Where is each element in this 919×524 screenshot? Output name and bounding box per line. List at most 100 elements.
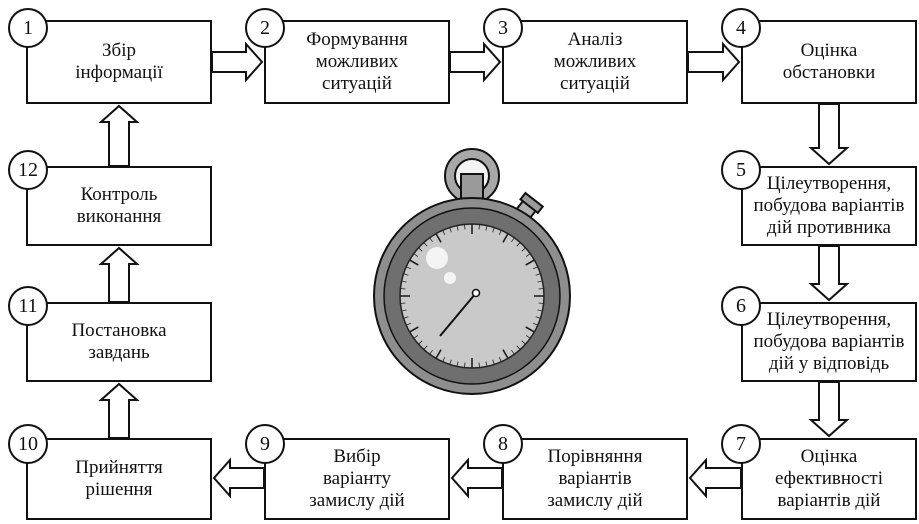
dial-tick	[456, 225, 459, 231]
step-12-line-2: виконання	[76, 206, 162, 227]
dial-tick	[511, 349, 515, 355]
step-number-6: 6	[721, 286, 761, 326]
step-box-8: Порівняння варіантів замислу дій	[502, 438, 688, 520]
flow-arrow-12-to-1	[98, 104, 140, 167]
step-box-6: Цілеутворення, побудова варіантів дій у …	[741, 302, 917, 382]
step-10-line-1: Прийняття	[75, 457, 163, 478]
dial-tick	[537, 280, 543, 283]
step-5-line-2: побудова варіантів	[753, 195, 905, 216]
step-5-line-1: Цілеутворення,	[766, 173, 892, 194]
step-6-line-2: побудова варіантів	[753, 331, 905, 352]
step-number-4: 4	[721, 8, 761, 48]
dial-tick	[442, 357, 446, 362]
step-box-4: Оцінка обстановки	[741, 20, 917, 104]
step-11-line-1: Постановка	[71, 320, 167, 341]
dial-tick	[418, 340, 423, 345]
step-3-line-1: Аналіз	[567, 29, 623, 50]
step-4-line-2: обстановки	[782, 62, 876, 83]
dial-tick	[535, 316, 541, 319]
dial-tick	[525, 335, 531, 339]
dial-tick	[413, 253, 419, 257]
step-number-12: 12	[8, 150, 48, 190]
step-1-line-2: інформації	[75, 62, 163, 83]
dial-tick	[478, 362, 480, 368]
flow-arrow-3-to-4	[687, 41, 741, 83]
dial-tick	[403, 273, 409, 276]
dial-tick	[449, 359, 452, 365]
dial-tick	[538, 302, 544, 304]
dial-tick	[485, 225, 488, 231]
step-1-line-1: Збір	[102, 40, 136, 61]
step-8-line-1: Порівняння	[547, 446, 643, 467]
step-7-line-3: варіантів дій	[777, 490, 881, 511]
step-11-line-2: завдань	[88, 342, 150, 363]
dial-tick	[533, 322, 538, 326]
flow-arrow-2-to-3	[449, 41, 502, 83]
step-number-7: 7	[721, 424, 761, 464]
dial-tick	[502, 349, 509, 359]
dial-tick	[401, 309, 407, 312]
step-7-line-1: Оцінка	[800, 446, 858, 467]
step-box-1: Збір інформації	[26, 20, 212, 104]
dial-tick	[533, 266, 538, 270]
step-number-5: 5	[721, 150, 761, 190]
step-box-2: Формування можливих ситуацій	[264, 20, 450, 104]
dial-tick	[401, 280, 407, 283]
flow-arrow-1-to-2	[211, 41, 264, 83]
flow-arrow-8-to-9	[450, 457, 503, 499]
dial-tick	[525, 259, 535, 266]
dial-tick	[406, 266, 411, 270]
dial-tick	[537, 309, 543, 312]
dial-tick	[492, 227, 495, 233]
flow-arrow-11-to-12	[98, 246, 140, 303]
dial-tick	[525, 253, 531, 257]
dial-tick	[429, 237, 433, 243]
dial-tick	[516, 345, 521, 350]
step-box-12: Контроль виконання	[26, 166, 212, 246]
step-3-line-3: ситуацій	[560, 73, 630, 94]
dial-tick	[525, 326, 535, 333]
dial-tick	[502, 233, 509, 243]
dial-tick	[464, 224, 466, 230]
step-number-1: 1	[8, 8, 48, 48]
step-6-line-3: дій у відповідь	[768, 353, 890, 374]
step-2-line-2: можливих	[315, 51, 399, 72]
step-12-line-1: Контроль	[80, 184, 158, 205]
step-9-line-1: Вибір	[333, 446, 381, 467]
dial-tick	[535, 273, 541, 276]
dial-tick	[485, 361, 488, 367]
step-8-line-3: замислу дій	[547, 490, 643, 511]
dial-tick	[400, 288, 406, 290]
step-box-3: Аналіз можливих ситуацій	[502, 20, 688, 104]
dial-tick	[456, 361, 459, 367]
dial-tick	[498, 357, 502, 362]
dial-tick	[498, 230, 502, 235]
step-6-line-1: Цілеутворення,	[766, 309, 892, 330]
dial-tick	[403, 316, 409, 319]
flow-arrow-6-to-7	[808, 381, 850, 438]
dial-tick	[511, 237, 515, 243]
dial-tick	[492, 359, 495, 365]
dial-tick	[400, 302, 406, 304]
dial-tick	[538, 288, 544, 290]
dial-tick	[409, 259, 419, 266]
dial-tick	[442, 230, 446, 235]
step-number-8: 8	[483, 424, 523, 464]
step-number-3: 3	[483, 8, 523, 48]
step-number-2: 2	[245, 8, 285, 48]
flow-arrow-9-to-10	[212, 457, 265, 499]
step-2-line-1: Формування	[306, 29, 408, 50]
dial-tick	[464, 362, 466, 368]
dial-tick	[409, 326, 419, 333]
step-number-11: 11	[8, 286, 48, 326]
flow-arrow-4-to-5	[808, 103, 850, 166]
dial-tick	[429, 349, 433, 355]
step-box-9: Вибір варіанту замислу дій	[264, 438, 450, 520]
step-box-10: Прийняття рішення	[26, 438, 212, 520]
dial-tick	[423, 242, 428, 247]
step-8-line-2: варіантів	[558, 468, 632, 489]
dial-tick	[478, 224, 480, 230]
dial-tick	[521, 247, 526, 252]
